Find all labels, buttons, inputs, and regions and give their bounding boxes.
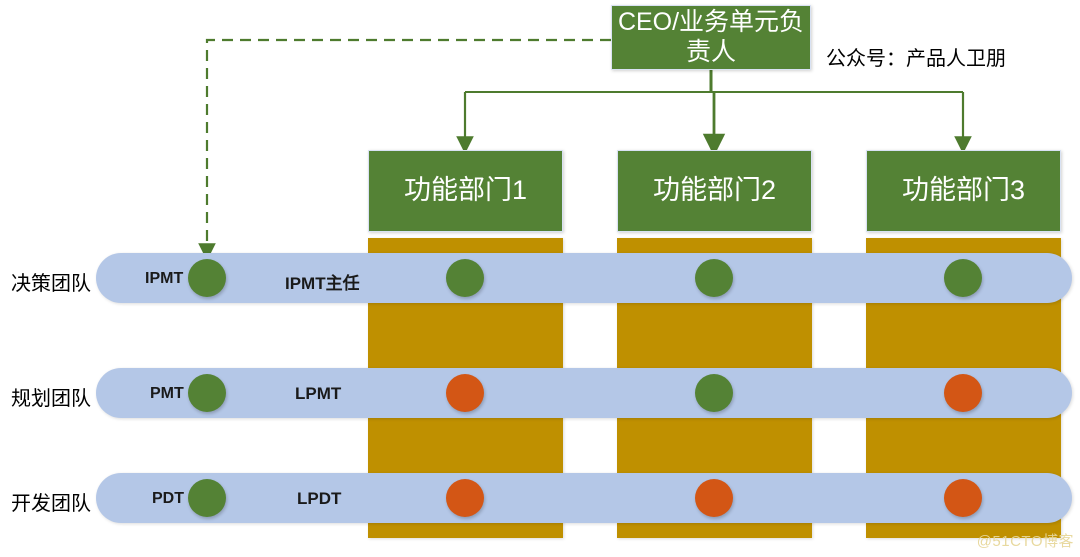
- department-box-2[interactable]: 功能部门2: [617, 150, 812, 232]
- dot-development-dept1: [446, 479, 484, 517]
- role-label-development: LPDT: [297, 489, 342, 508]
- dot-planning-dept3: [944, 374, 982, 412]
- wechat-annotation: 公众号：产品人卫朋: [826, 48, 1006, 70]
- dot-development-dept2: [695, 479, 733, 517]
- watermark: @51CTO博客: [976, 533, 1074, 550]
- team-code-development: PDT: [152, 490, 184, 507]
- dot-planning-dept1: [446, 374, 484, 412]
- ceo-label: CEO/业务单元负责人: [617, 8, 805, 66]
- anchor-dot-decision: [188, 259, 226, 297]
- dot-decision-dept2: [695, 259, 733, 297]
- dot-development-dept3: [944, 479, 982, 517]
- department-box-1[interactable]: 功能部门1: [368, 150, 563, 232]
- team-bar-development: [96, 473, 1072, 523]
- team-code-decision: IPMT: [145, 270, 184, 287]
- dot-planning-dept2: [695, 374, 733, 412]
- anchor-dot-planning: [188, 374, 226, 412]
- anchor-dot-development: [188, 479, 226, 517]
- ceo-box[interactable]: CEO/业务单元负责人: [611, 5, 811, 70]
- row-label-planning: 规划团队: [11, 388, 91, 410]
- team-bar-decision: [96, 253, 1072, 303]
- team-code-planning: PMT: [150, 385, 184, 402]
- team-bar-planning: [96, 368, 1072, 418]
- role-label-decision: IPMT主任: [285, 274, 360, 293]
- row-label-development: 开发团队: [11, 493, 91, 515]
- department-box-3[interactable]: 功能部门3: [866, 150, 1061, 232]
- row-label-decision: 决策团队: [11, 273, 91, 295]
- role-label-planning: LPMT: [295, 384, 342, 403]
- department-label-2: 功能部门2: [652, 175, 777, 206]
- dot-decision-dept3: [944, 259, 982, 297]
- dot-decision-dept1: [446, 259, 484, 297]
- department-label-3: 功能部门3: [901, 175, 1026, 206]
- department-label-1: 功能部门1: [403, 175, 528, 206]
